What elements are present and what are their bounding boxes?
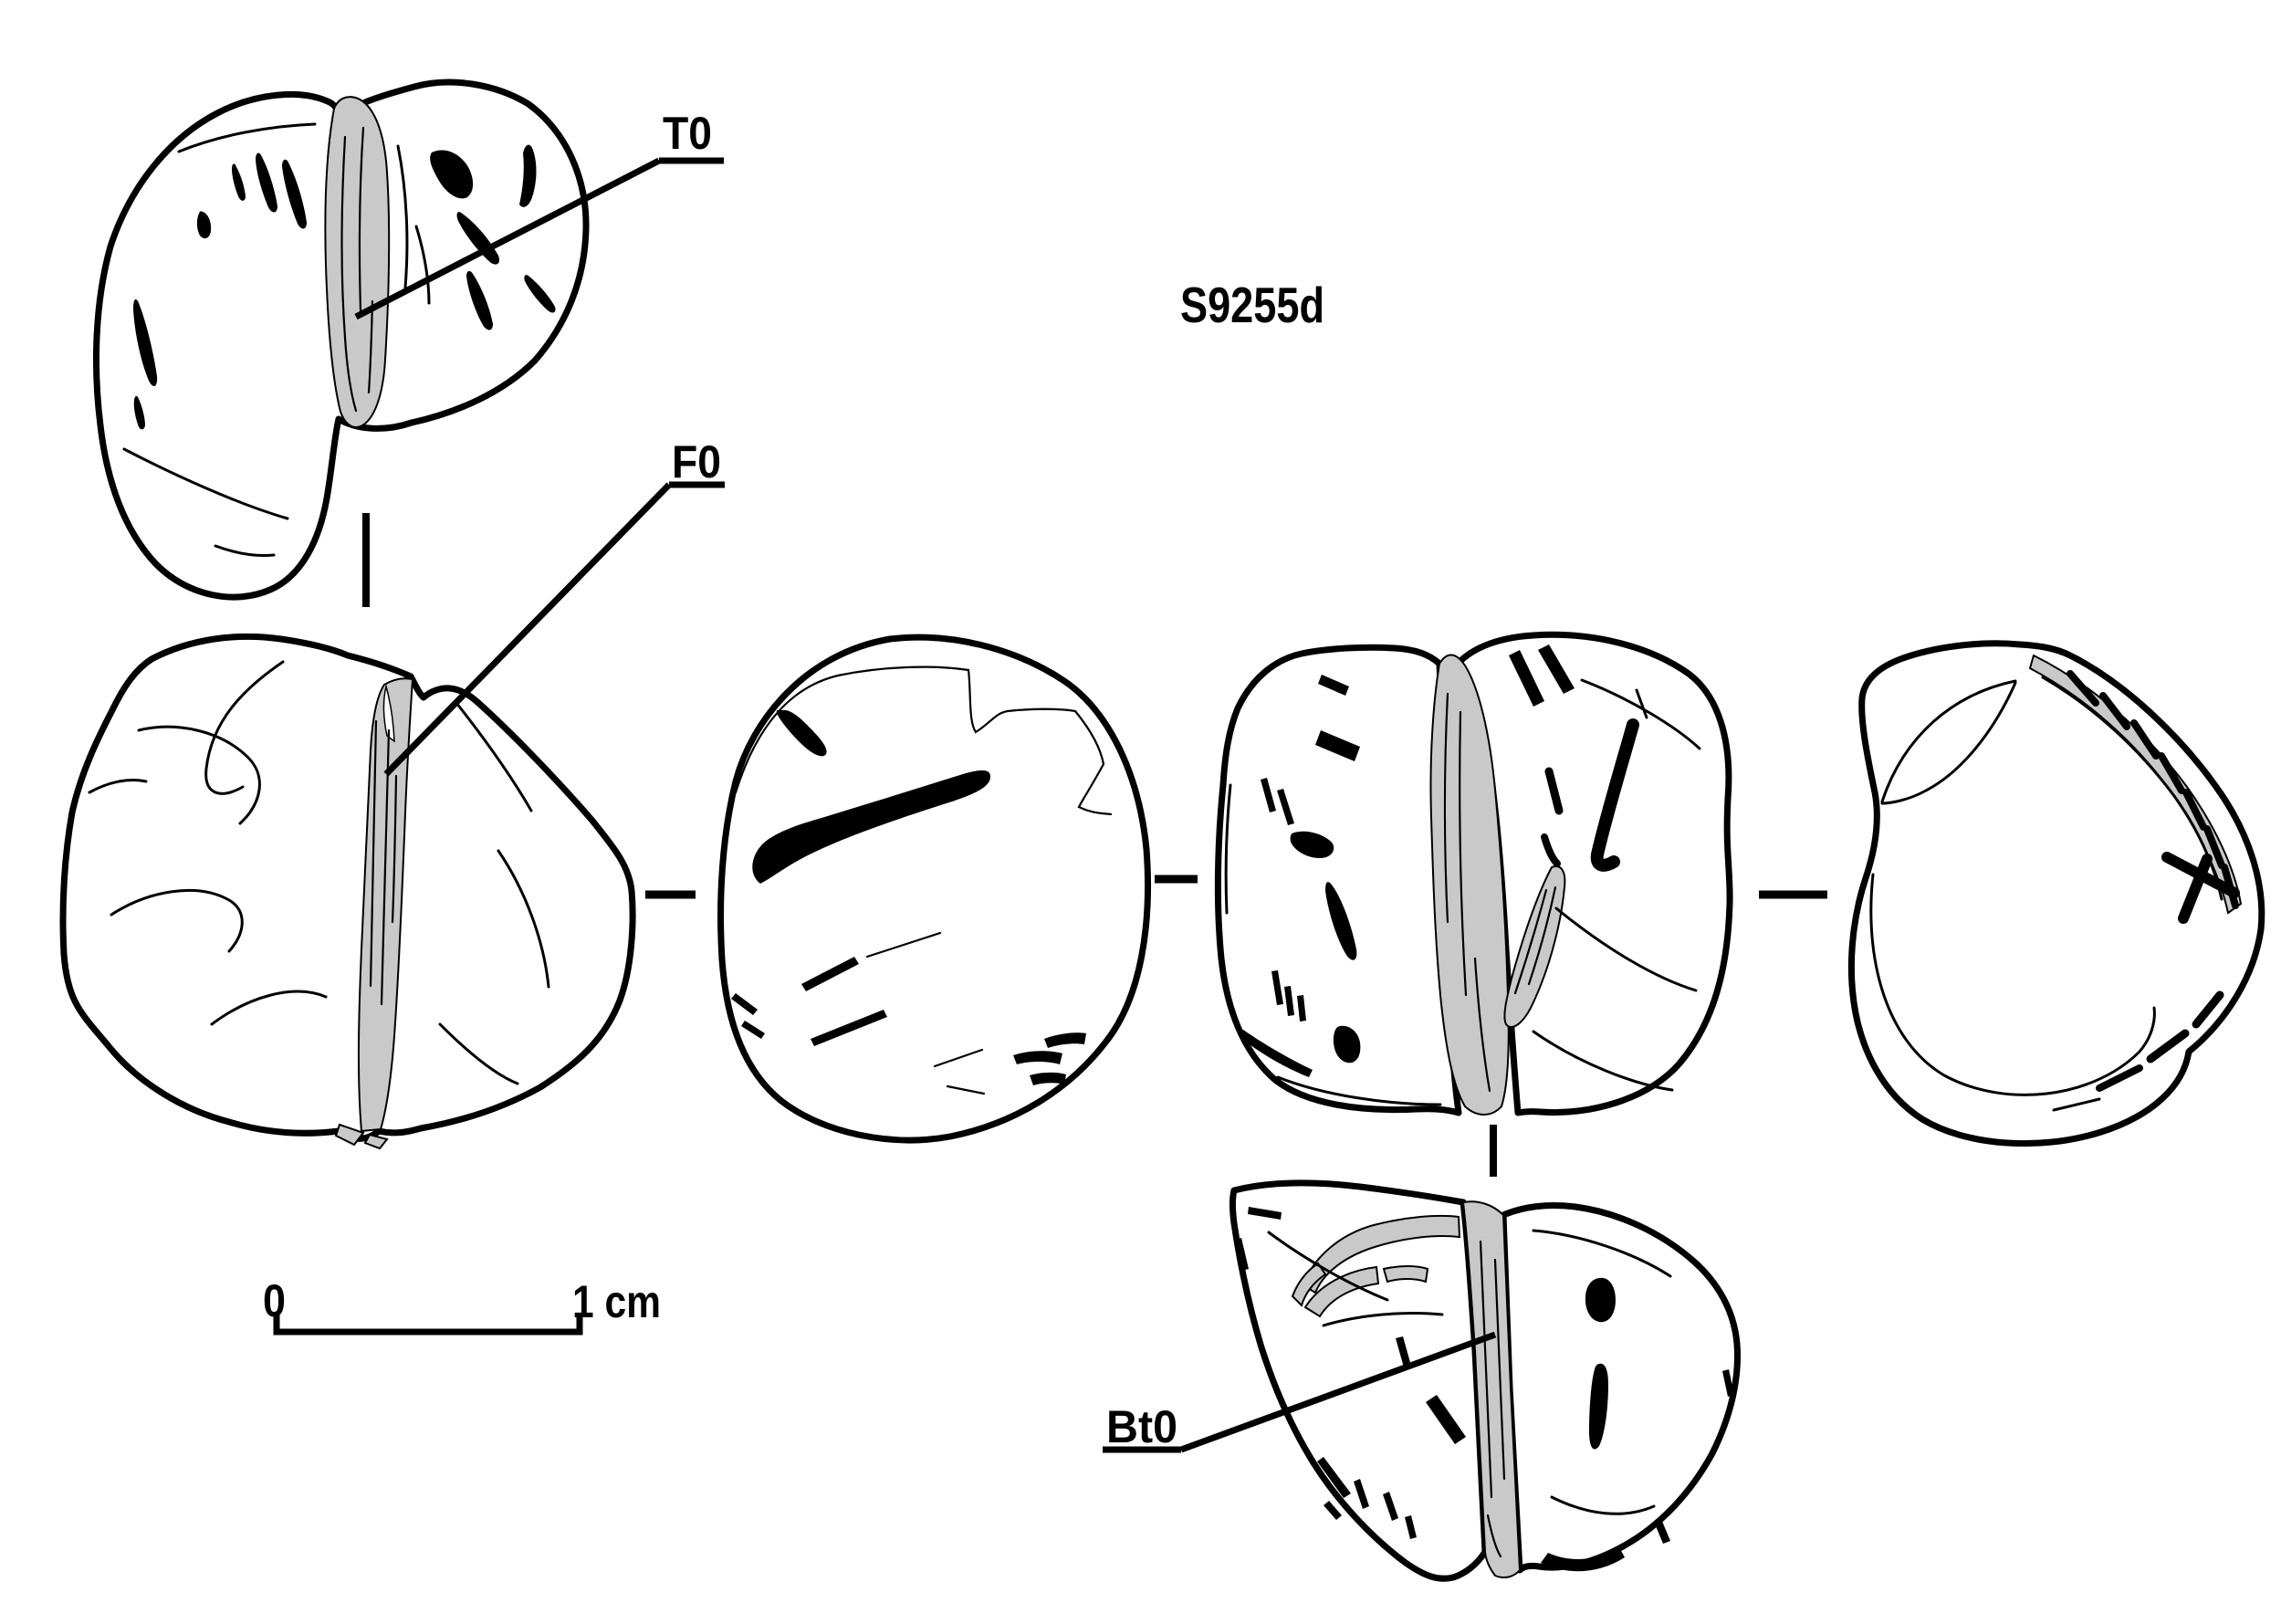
cortex-band-detail-lines xyxy=(1443,692,1557,1093)
artifact-view-middle-left xyxy=(59,633,636,1150)
ridge-lines xyxy=(88,660,550,1085)
bt0-leader-line xyxy=(1179,1331,1497,1453)
scar-marks xyxy=(1236,1207,1734,1572)
cortex-band xyxy=(334,677,414,1150)
scale-bar-start-label: 0 xyxy=(263,1275,286,1326)
ridge-lines xyxy=(1267,1229,1672,1515)
scale-bar-bracket xyxy=(273,1315,583,1336)
label-bt0: Bt0 xyxy=(1106,1401,1177,1452)
cortex-band-notch xyxy=(382,684,395,743)
cortex-band-detail-lines xyxy=(369,719,398,1006)
pebble-outline xyxy=(59,633,636,1142)
f0-leader-line xyxy=(383,482,672,777)
label-bt0-group: Bt0 xyxy=(1103,1331,1497,1453)
label-f0: F0 xyxy=(672,436,721,487)
scar-marks xyxy=(2067,670,2240,1092)
pebble-outline-right-lobe xyxy=(1500,1201,1741,1574)
cortex-band xyxy=(1429,654,1566,1116)
artifact-view-middle-right xyxy=(1214,631,1733,1116)
scale-bar: 0 1 cm xyxy=(263,1275,661,1336)
specimen-label: S9255d xyxy=(1180,277,1324,333)
label-t0-group: T0 xyxy=(354,108,724,320)
t0-leader-line xyxy=(354,157,661,320)
pebble-outline-left-lobe xyxy=(1229,1179,1489,1582)
artifact-view-bottom xyxy=(1229,1179,1741,1582)
label-t0: T0 xyxy=(663,108,712,159)
scar-marks xyxy=(133,144,556,430)
scar-marks xyxy=(1240,644,1648,1077)
cortex-band xyxy=(1291,1200,1522,1578)
scar-marks xyxy=(731,709,1086,1085)
artifact-view-middle-center xyxy=(717,634,1152,1144)
artifact-view-far-right xyxy=(1847,640,2265,1147)
ridge-lines xyxy=(122,122,431,557)
cortex-band-detail-lines xyxy=(340,126,374,413)
pebble-outline xyxy=(717,634,1152,1144)
cortex-band xyxy=(324,96,391,428)
cortex-band-detail-lines xyxy=(1479,1240,1506,1558)
ridge-lines xyxy=(1224,678,1701,1106)
pebble-outline xyxy=(1847,640,2265,1147)
ridge-lines xyxy=(1869,676,2223,1112)
ridge-lines xyxy=(734,665,1113,1095)
artifact-view-top-left xyxy=(93,79,590,601)
label-f0-group: F0 xyxy=(383,436,725,777)
scale-bar-end-label: 1 cm xyxy=(572,1276,661,1327)
